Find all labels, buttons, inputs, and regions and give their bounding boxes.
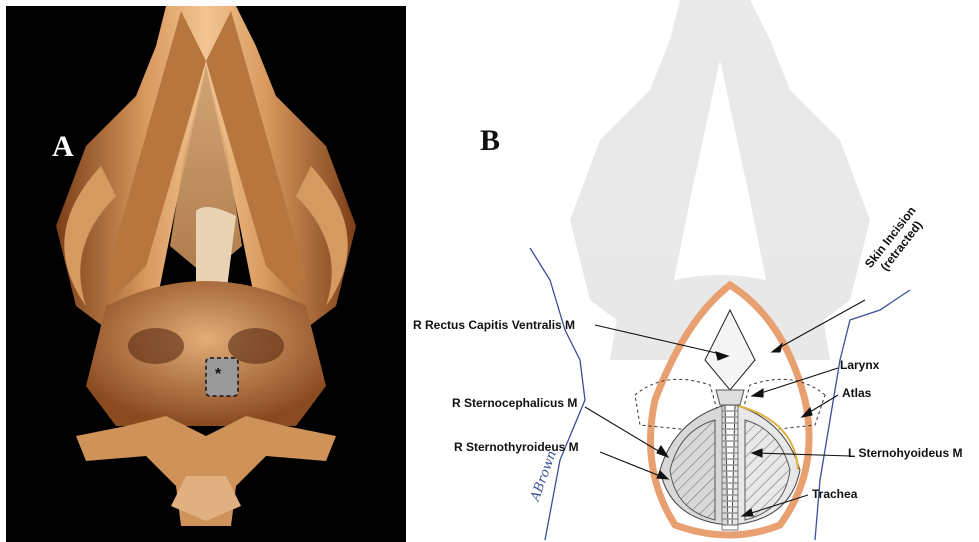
panel-a-letter: A bbox=[52, 132, 74, 162]
l-sternohyoideus-label: L Sternohyoideus M bbox=[848, 446, 962, 460]
atlas-label: Atlas bbox=[842, 386, 871, 400]
larynx-label: Larynx bbox=[840, 358, 879, 372]
skull-ct-image bbox=[6, 6, 406, 542]
skin-line-right bbox=[815, 290, 910, 540]
trachea-shape bbox=[722, 395, 738, 530]
surgical-drawing bbox=[410, 0, 979, 542]
marked-region bbox=[206, 358, 238, 396]
marker-asterisk: * bbox=[215, 366, 221, 384]
larynx-shape bbox=[716, 390, 744, 405]
surgical-illustration-panel: B Skin Incision (retracted) R Rectus Cap… bbox=[410, 0, 979, 542]
trachea-label: Trachea bbox=[812, 487, 857, 501]
r-sternothyroideus-label: R Sternothyroideus M bbox=[454, 440, 579, 454]
ct-render-panel: A * bbox=[6, 6, 406, 542]
panel-b-letter: B bbox=[480, 126, 500, 156]
r-sternocephalicus-label: R Sternocephalicus M bbox=[452, 396, 577, 410]
r-rectus-capitis-label: R Rectus Capitis Ventralis M bbox=[413, 318, 575, 332]
